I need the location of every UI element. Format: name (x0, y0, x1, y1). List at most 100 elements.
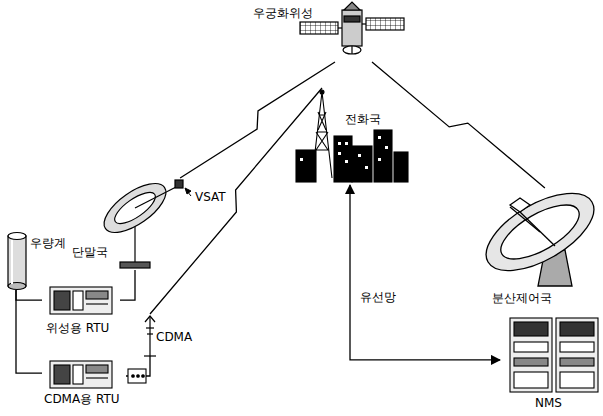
rain-gauge-node: 우량계 (5, 228, 68, 290)
callout-label: VSAT (193, 190, 228, 204)
nms-rack-icon-part (556, 318, 598, 392)
satellite-node: 우궁화위성 (250, 2, 410, 62)
rain-gauge-icon-part (11, 240, 13, 284)
nms-rack-icon (510, 318, 598, 392)
satellite-icon-part (342, 10, 362, 46)
rain-gauge-icon (8, 233, 26, 290)
telephone-office-icon-part (296, 150, 316, 182)
rain-gauge-icon-part (8, 236, 26, 286)
node-label: NMS (535, 396, 562, 410)
telephone-office-icon-part (334, 136, 352, 182)
modem-icon-part (142, 375, 145, 378)
radio-link (372, 62, 545, 188)
satellite-icon-part (366, 18, 404, 30)
antenna-icon-part (147, 333, 153, 334)
rain-gauge-icon-part (8, 233, 26, 240)
node-label: 분산제어국 (492, 291, 552, 305)
telephone-office-icon-part (358, 154, 361, 157)
nms-rack-icon-part (514, 322, 548, 336)
rtu-icon-part (86, 291, 108, 299)
vsat-dish-icon (96, 174, 183, 268)
nms-rack-icon-part (514, 342, 548, 352)
radio-link (150, 88, 322, 314)
earth-station-icon-part (474, 178, 603, 286)
antenna-icon-part (144, 355, 156, 356)
telephone-office-icon-part (300, 158, 303, 161)
edge-label: 유선망 (358, 290, 398, 304)
satellite-icon-part (343, 46, 361, 54)
telephone-office-icon-part (320, 90, 324, 94)
telephone-office-icon-part (352, 146, 372, 182)
antenna-node: CDMA (140, 314, 195, 356)
wire-connector (350, 185, 500, 360)
rtu-icon (50, 287, 112, 314)
telephone-office-icon-part (378, 158, 381, 161)
earth-station-icon-part (520, 212, 555, 246)
telephone-office-icon-part (338, 142, 341, 145)
nms-rack-icon-part (560, 372, 594, 388)
rtu-icon-part (73, 291, 83, 310)
telephone-office-icon-part (378, 136, 381, 139)
wire-connector (16, 290, 42, 300)
rtu-node: CDMA용 RTU (42, 358, 126, 414)
nms-rack-icon-part (560, 342, 594, 352)
satellite-icon-part (338, 27, 342, 28)
satellite-icon-part (362, 23, 366, 24)
satellite-icon-part (351, 46, 352, 54)
node-label: 단말국 (72, 245, 108, 259)
rtu-icon-part (54, 291, 70, 310)
telephone-office-node: 전화국 (290, 88, 410, 185)
node-label: CDMA용 RTU (44, 392, 120, 406)
telephone-office-icon-part (300, 136, 388, 169)
leader-line-part (185, 188, 191, 194)
telephone-office-icon-part (385, 146, 388, 149)
earth-station-icon (474, 178, 603, 286)
telephone-office-icon-part (374, 130, 392, 182)
nms-rack-icon-part (510, 318, 552, 392)
antenna-icon-part (149, 316, 150, 356)
vsat-dish-icon-part (135, 186, 178, 208)
node-label: CDMA (156, 330, 192, 344)
nms-rack-icon-part (514, 358, 548, 366)
earth-station-icon-part (493, 194, 587, 269)
node-label: 위성용 RTU (46, 321, 109, 335)
antenna-icon-part (146, 327, 154, 328)
satellite-icon-part (344, 2, 360, 10)
leader-line (185, 188, 191, 196)
wire-connector (120, 270, 135, 300)
modem-icon-part (137, 375, 140, 378)
telephone-office-icon-part (345, 142, 348, 145)
node-label: 우궁화위성 (253, 6, 313, 20)
rtu-node: 위성용 RTU (42, 283, 120, 338)
vsat-dish-icon-part (120, 262, 150, 268)
vsat-dish-icon-part (175, 180, 183, 188)
nms-node: NMS (500, 312, 600, 414)
node-label: 전화국 (345, 112, 381, 126)
modem-icon (128, 369, 146, 383)
rtu-icon-part (54, 365, 70, 384)
telephone-office-icon-part (338, 152, 341, 155)
nms-rack-icon-part (560, 322, 594, 336)
nms-rack-icon-part (514, 372, 548, 388)
telephone-office-icon-part (345, 160, 348, 163)
rtu-icon-part (86, 377, 108, 378)
modem-icon-part (132, 375, 135, 378)
earth-station-icon-part (510, 207, 540, 232)
telephone-office-icon-part (394, 152, 408, 182)
satellite-icon-part (300, 22, 338, 34)
telephone-office-icon (296, 90, 408, 182)
satellite-icon (300, 2, 404, 54)
modem-icon-part (128, 369, 146, 383)
rtu-icon-part (86, 365, 108, 373)
wire-connector (16, 290, 42, 373)
control-station-node: 분산제어국 (462, 188, 600, 310)
nms-rack-icon-part (560, 358, 594, 366)
telephone-office-icon-part (315, 112, 329, 150)
rtu-icon (50, 361, 112, 388)
antenna-icon-part (145, 316, 155, 322)
rtu-icon-part (50, 361, 112, 388)
telephone-office-icon-part (365, 166, 368, 169)
satellite-icon-part (344, 16, 360, 22)
